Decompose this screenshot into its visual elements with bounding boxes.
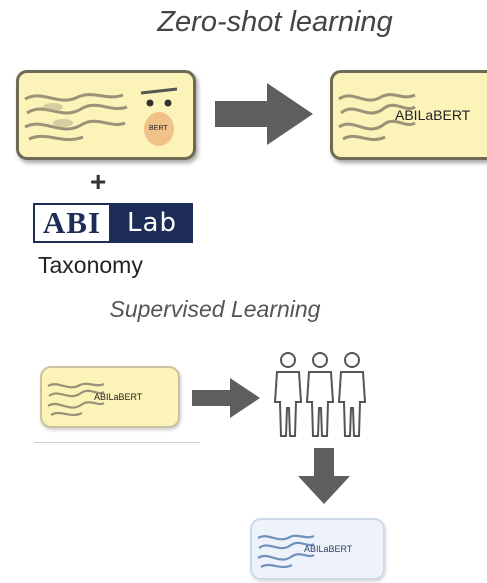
taxonomy-label: Taxonomy — [38, 252, 143, 278]
flame-graphic-icon — [257, 534, 315, 569]
bert-model-card: BERT — [16, 70, 196, 160]
abilabert-model-card: ABILaBERT — [330, 70, 487, 160]
abilabert-output-label: ABILaBERT — [304, 544, 353, 554]
abilabert-label: ABILaBERT — [395, 107, 471, 123]
abilabert-input-label: ABILaBERT — [94, 392, 143, 402]
plus-sign: + — [90, 166, 107, 197]
abilabert-output-card: ABILaBERT — [250, 518, 385, 580]
zero-shot-title: Zero-shot learning — [157, 6, 393, 38]
divider-line — [34, 442, 200, 443]
flame-graphic-icon — [24, 93, 128, 142]
bert-character-icon — [140, 87, 178, 146]
right-arrow-icon — [192, 378, 260, 418]
flame-graphic-icon — [47, 382, 105, 417]
abilabert-input-card: ABILaBERT — [40, 366, 180, 428]
annotators-people-icon — [273, 352, 367, 437]
down-arrow-icon — [298, 448, 350, 504]
bert-label: BERT — [149, 125, 168, 132]
flame-graphic-icon — [338, 93, 416, 142]
abi-logo-text: ABI — [33, 203, 111, 243]
lab-logo-text: Lab — [111, 203, 193, 243]
supervised-title: Supervised Learning — [109, 296, 321, 322]
right-arrow-icon — [215, 83, 313, 145]
abi-lab-logo: ABI Lab — [33, 203, 193, 243]
